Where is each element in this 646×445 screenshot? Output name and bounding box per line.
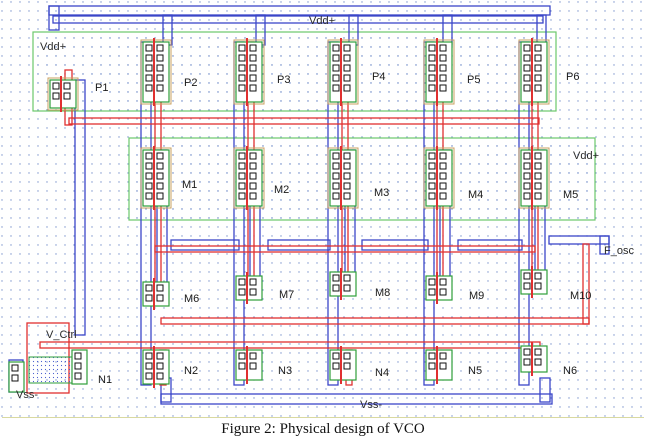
cell-p5 [423, 38, 455, 106]
cell-n2 [142, 346, 170, 388]
label-p1: P1 [95, 82, 108, 94]
cell-m7 [235, 272, 263, 304]
cell-p4 [327, 38, 359, 106]
vco-layout-diagram: Vdd+ Vdd+ Vdd+ Vss- Vss- V_Ctrl F_osc P1… [0, 0, 646, 420]
label-p6: P6 [566, 71, 579, 83]
cell-p2 [140, 38, 172, 106]
f-osc-label: F_osc [604, 245, 634, 257]
cell-m3 [327, 146, 359, 210]
cell-n4 [329, 346, 357, 384]
label-p3: P3 [277, 74, 290, 86]
cell-p6 [518, 38, 550, 106]
label-m5: M5 [563, 189, 578, 201]
transistor-devices [8, 38, 550, 393]
cell-m9 [425, 272, 453, 304]
v-ctrl-label: V_Ctrl [46, 329, 77, 341]
cell-m6 [142, 278, 170, 310]
label-m4: M4 [468, 189, 483, 201]
nwell-mid [128, 137, 596, 221]
label-m8: M8 [375, 287, 390, 299]
cell-n6 [520, 342, 548, 376]
vdd-top-label: Vdd+ [309, 15, 335, 27]
label-p2: P2 [184, 77, 197, 89]
label-m3: M3 [374, 187, 389, 199]
cell-m10 [520, 266, 548, 298]
metal-jumpers [170, 235, 610, 255]
label-p5: P5 [467, 74, 480, 86]
nwell-top [32, 31, 557, 112]
label-m6: M6 [184, 293, 199, 305]
cell-n3 [235, 346, 263, 384]
label-m10: M10 [570, 290, 591, 302]
label-m1: M1 [182, 179, 197, 191]
vss-bottom-label: Vss- [360, 399, 382, 411]
label-n6: N6 [563, 365, 577, 377]
cell-m5 [518, 146, 550, 210]
label-m2: M2 [274, 184, 289, 196]
cell-m2 [233, 146, 265, 210]
cell-vss-tap [8, 361, 25, 393]
cell-m8 [329, 268, 357, 300]
label-n3: N3 [278, 365, 292, 377]
cell-m4 [423, 146, 455, 210]
cell-p1 [47, 76, 79, 112]
figure-caption: Figure 2: Physical design of VCO [221, 421, 425, 437]
cell-m1 [140, 146, 172, 210]
cell-p3 [233, 38, 265, 106]
label-n5: N5 [468, 365, 482, 377]
cell-n1-tap [71, 349, 88, 385]
vss-left-label: Vss- [16, 389, 38, 401]
label-n4: N4 [375, 367, 389, 379]
vdd-left-label: Vdd+ [40, 41, 66, 53]
cell-n5 [425, 346, 453, 384]
label-m9: M9 [469, 290, 484, 302]
caption-divider [2, 417, 644, 418]
vdd-mid-label: Vdd+ [573, 150, 599, 162]
label-p4: P4 [372, 71, 385, 83]
vdd-top-rail [48, 5, 551, 31]
label-n1: N1 [98, 374, 112, 386]
label-n2: N2 [184, 365, 198, 377]
label-m7: M7 [279, 289, 294, 301]
